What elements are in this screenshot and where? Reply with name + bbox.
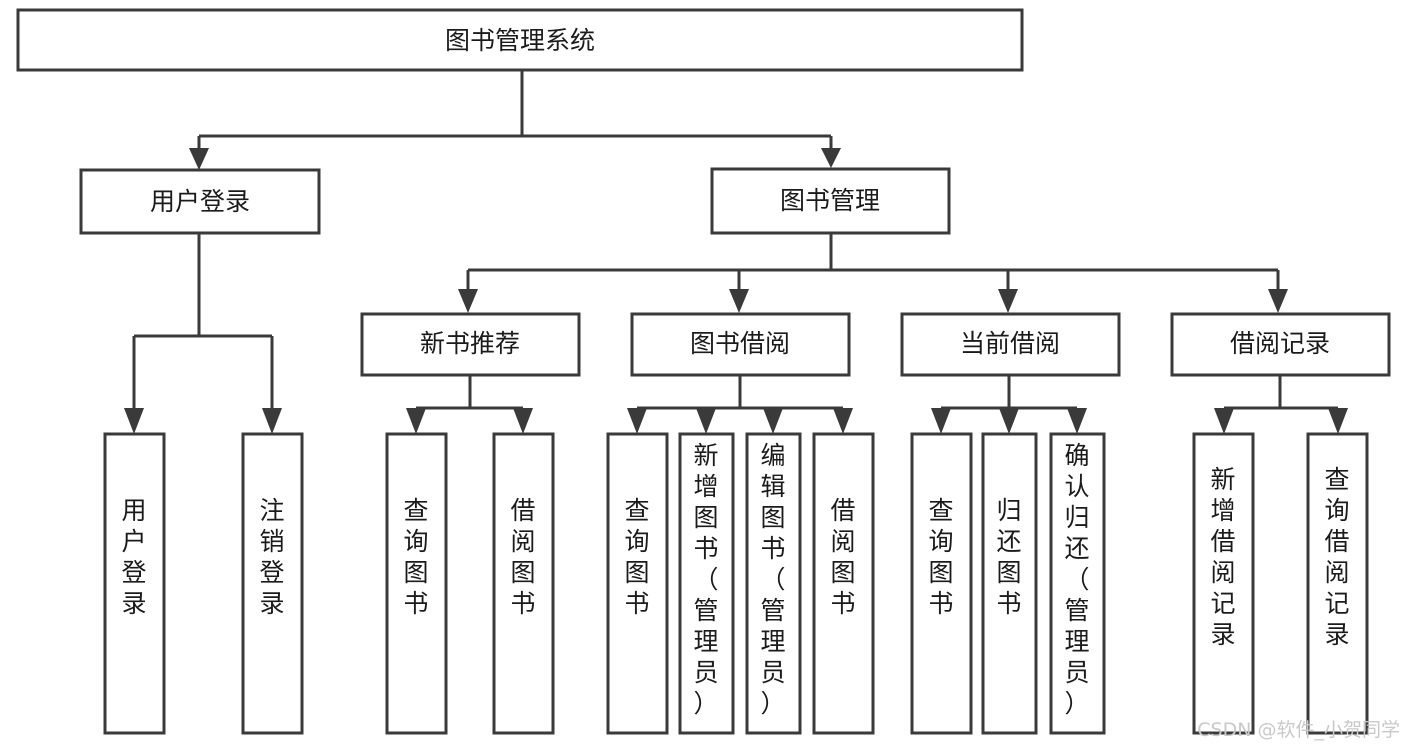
arrow-head-bookborrow (729, 289, 749, 313)
node-leaf-rec-borrow-label: 借阅图书 (510, 496, 535, 618)
arrow-head-newbookrec (458, 289, 478, 313)
node-leaf-bb-edit-box[interactable] (745, 432, 802, 735)
node-leaf-user-logout-label: 注销登录 (259, 496, 284, 618)
node-new-book-rec[interactable]: 新书推荐 (360, 312, 581, 377)
node-leaf-rec-borrow[interactable]: 借阅图书 (492, 432, 555, 735)
node-new-book-rec-label: 新书推荐 (420, 329, 520, 358)
node-leaf-bb-add-box[interactable] (678, 432, 735, 735)
node-leaf-bb-edit[interactable]: 编辑图书（管理员） (745, 432, 802, 735)
node-leaf-user-login[interactable]: 用户登录 (103, 432, 166, 735)
node-leaf-cb-confirm-box[interactable] (1049, 432, 1106, 735)
node-leaf-cb-query-label: 查询图书 (928, 496, 953, 618)
node-leaf-br-query-label: 查询借阅记录 (1324, 465, 1349, 649)
arrow-head-leaf-cb-query (931, 408, 951, 434)
node-leaf-bb-add[interactable]: 新增图书（管理员） (678, 432, 735, 735)
node-leaf-br-add-label: 新增借阅记录 (1210, 465, 1235, 649)
arrow-head-leaf-cb-confirm (1067, 408, 1087, 434)
node-leaf-bb-query-box[interactable] (606, 432, 669, 735)
node-root-box[interactable] (16, 8, 1024, 72)
node-leaf-bb-borrow-box[interactable] (812, 432, 875, 735)
arrow-head-leaf-user-login (124, 408, 144, 434)
node-book-manage[interactable]: 图书管理 (710, 167, 951, 235)
arrow-head-leaf-cb-return (999, 408, 1019, 434)
node-leaf-cb-query[interactable]: 查询图书 (910, 432, 973, 735)
node-leaf-cb-confirm[interactable]: 确认归还（管理员） (1049, 432, 1106, 735)
arrow-head-leaf-bb-edit (763, 408, 783, 434)
node-leaf-cb-confirm-label: 确认归还（管理员） (1064, 441, 1089, 718)
node-borrow-record[interactable]: 借阅记录 (1170, 312, 1391, 377)
arrow-head-leaf-bb-query (627, 408, 647, 434)
arrow-head-leaf-user-logout (262, 408, 282, 434)
node-leaf-bb-add-label: 新增图书（管理员） (693, 441, 718, 718)
node-new-book-rec-box[interactable] (360, 312, 581, 377)
node-leaf-bb-borrow-label: 借阅图书 (830, 496, 855, 618)
arrow-head-leaf-rec-query (406, 408, 426, 434)
arrow-head-leaf-bb-borrow (833, 408, 853, 434)
node-leaf-user-logout[interactable]: 注销登录 (241, 432, 304, 735)
node-leaf-cb-return[interactable]: 归还图书 (981, 432, 1038, 735)
node-leaf-cb-return-label: 归还图书 (996, 496, 1021, 618)
node-current-borrow-label: 当前借阅 (960, 329, 1060, 358)
node-user-login-label: 用户登录 (150, 187, 250, 216)
arrow-head-borrowrecord (1268, 289, 1288, 313)
arrow-head-currentborrow (998, 289, 1018, 313)
arrow-head-leaf-rec-borrow (513, 408, 533, 434)
arrow-head-leaf-br-add (1214, 408, 1234, 434)
node-leaf-cb-return-box[interactable] (981, 432, 1038, 735)
node-leaf-bb-query-label: 查询图书 (624, 496, 649, 618)
arrow-head-userlogin (189, 148, 209, 170)
node-user-login[interactable]: 用户登录 (79, 168, 321, 235)
arrow-head-leaf-br-query (1328, 408, 1348, 434)
node-root-label: 图书管理系统 (445, 26, 595, 55)
node-leaf-br-add[interactable]: 新增借阅记录 (1192, 432, 1255, 735)
connector-layer (124, 70, 1348, 434)
node-current-borrow[interactable]: 当前借阅 (900, 312, 1121, 377)
node-leaf-rec-borrow-box[interactable] (492, 432, 555, 735)
node-current-borrow-box[interactable] (900, 312, 1121, 377)
node-book-manage-label: 图书管理 (780, 186, 880, 215)
node-leaf-bb-borrow[interactable]: 借阅图书 (812, 432, 875, 735)
node-leaf-rec-query-box[interactable] (385, 432, 448, 735)
node-book-borrow-label: 图书借阅 (690, 329, 790, 358)
node-leaf-br-query[interactable]: 查询借阅记录 (1306, 432, 1369, 735)
node-root[interactable]: 图书管理系统 (16, 8, 1024, 72)
node-leaf-rec-query[interactable]: 查询图书 (385, 432, 448, 735)
arrow-head-bookmanage (821, 148, 841, 168)
arrow-head-leaf-bb-add (696, 408, 716, 434)
node-leaf-cb-query-box[interactable] (910, 432, 973, 735)
node-book-borrow-box[interactable] (630, 312, 851, 377)
node-leaf-user-logout-box[interactable] (241, 432, 304, 735)
node-leaf-rec-query-label: 查询图书 (403, 496, 428, 618)
node-borrow-record-label: 借阅记录 (1230, 329, 1330, 358)
node-book-borrow[interactable]: 图书借阅 (630, 312, 851, 377)
node-leaf-br-add-box[interactable] (1192, 432, 1255, 735)
node-leaf-bb-edit-label: 编辑图书（管理员） (760, 441, 785, 718)
node-leaf-br-query-box[interactable] (1306, 432, 1369, 735)
node-user-login-box[interactable] (79, 168, 321, 235)
csdn-watermark: CSDN @软件_小贺同学 (1197, 719, 1400, 741)
node-borrow-record-box[interactable] (1170, 312, 1391, 377)
node-book-manage-box[interactable] (710, 167, 951, 235)
node-leaf-user-login-label: 用户登录 (121, 496, 146, 618)
node-leaf-bb-query[interactable]: 查询图书 (606, 432, 669, 735)
node-leaf-user-login-box[interactable] (103, 432, 166, 735)
